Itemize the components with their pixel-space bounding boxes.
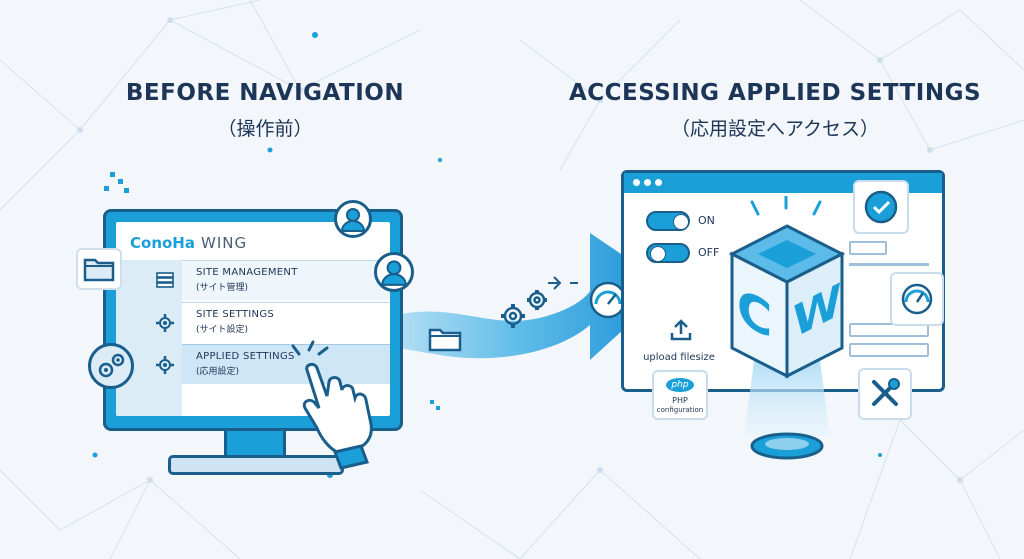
upload-icon: [670, 319, 692, 341]
user-avatar-icon: [374, 252, 414, 292]
brand-name: ConoHa: [130, 234, 195, 252]
menu-item-label: SITE SETTINGS: [196, 309, 275, 320]
toggle-on-label: ON: [698, 214, 715, 227]
gear-icon: [156, 314, 174, 332]
check-tile: [853, 180, 909, 234]
window-dot: [633, 179, 640, 186]
toggle-on[interactable]: [646, 211, 690, 231]
settings-field[interactable]: [849, 323, 929, 337]
conoha-wing-cube: [728, 196, 846, 460]
settings-gears-icon: [88, 343, 134, 389]
flow-arrow: [380, 233, 670, 360]
menu-item-sub: (サイト設定): [196, 325, 249, 335]
pointer-hand-icon: [291, 340, 373, 470]
brand-suffix: WING: [200, 234, 248, 252]
menu-item-site-settings[interactable]: SITE SETTINGS (サイト設定): [182, 302, 390, 342]
settings-field[interactable]: [849, 343, 929, 357]
window-dot: [644, 179, 651, 186]
server-icon: [156, 272, 174, 288]
gears-icon: [501, 290, 547, 328]
menu-item-applied-settings[interactable]: APPLIED SETTINGS (応用設定): [182, 344, 390, 384]
before-heading: BEFORE NAVIGATION （操作前）: [100, 80, 430, 141]
folder-tile: [76, 248, 122, 290]
window-dot: [655, 179, 662, 186]
menu-item-label: APPLIED SETTINGS: [196, 351, 295, 362]
menu-item-sub: (応用設定): [196, 367, 240, 377]
monitor: ConoHa WING SITE MANAGEMENT (サイト管理) SITE …: [103, 209, 403, 431]
toggle-knob: [673, 214, 689, 230]
conoha-wing-screen: ConoHa WING SITE MANAGEMENT (サイト管理) SITE …: [116, 222, 390, 416]
php-label: PHP: [672, 396, 688, 405]
before-subtitle: （操作前）: [217, 118, 313, 140]
toggle-off-label: OFF: [698, 246, 720, 259]
menu-item-label: SITE MANAGEMENT: [196, 267, 298, 278]
slider-track[interactable]: [849, 263, 929, 266]
toggle-knob: [650, 246, 666, 262]
php-tile: php PHP configuration: [652, 370, 708, 420]
toggle-off[interactable]: [646, 243, 690, 263]
monitor-stand: [224, 431, 286, 459]
menu-item-sub: (サイト管理): [196, 283, 249, 293]
gauge-tile: [890, 272, 944, 326]
tools-tile: [858, 368, 912, 420]
brand-logo: ConoHa WING: [130, 234, 247, 252]
after-subtitle: （応用設定へアクセス）: [670, 118, 880, 140]
upload-filesize-label: upload filesize: [643, 352, 715, 363]
menu-item-site-management[interactable]: SITE MANAGEMENT (サイト管理): [182, 260, 390, 300]
gear-icon: [156, 356, 174, 374]
php-config-label: configuration: [656, 406, 704, 414]
speed-gauge-icon: [589, 281, 627, 319]
user-avatar-icon: [334, 200, 372, 238]
php-badge: php: [666, 378, 694, 392]
settings-field[interactable]: [849, 241, 887, 255]
after-title: ACCESSING APPLIED SETTINGS: [568, 80, 982, 106]
after-heading: ACCESSING APPLIED SETTINGS （応用設定へアクセス）: [555, 80, 995, 141]
folder-icon: [428, 328, 462, 352]
before-title: BEFORE NAVIGATION: [125, 80, 405, 106]
